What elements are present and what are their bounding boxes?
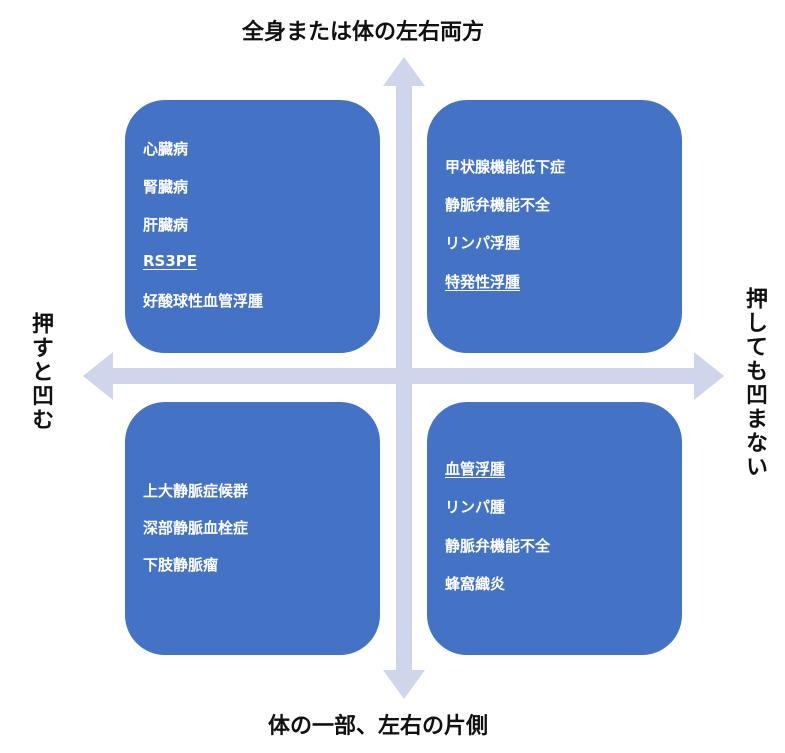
arrow-down-icon bbox=[383, 670, 425, 699]
list-item: 静脈弁機能不全 bbox=[445, 196, 551, 214]
list-item: 深部静脈血栓症 bbox=[143, 519, 249, 537]
axis-label-top: 全身または体の左右両方 bbox=[242, 20, 485, 45]
horizontal-axis-shaft bbox=[112, 368, 695, 384]
arrow-right-icon bbox=[694, 352, 724, 400]
axis-label-bottom: 体の一部、左右の片側 bbox=[268, 714, 489, 739]
quadrant-bottom-left: 上大静脈症候群 深部静脈血栓症 下肢静脈瘤 bbox=[125, 402, 380, 655]
quadrant-top-left: 心臓病 腎臓病 肝臓病 RS3PE 好酸球性血管浮腫 bbox=[125, 100, 380, 353]
list-item-link[interactable]: RS3PE bbox=[143, 252, 198, 270]
list-item: 静脈弁機能不全 bbox=[445, 537, 551, 555]
list-item: 上大静脈症候群 bbox=[143, 482, 249, 500]
list-item: 腎臓病 bbox=[143, 178, 189, 196]
quadrant-bottom-right: 血管浮腫 リンパ腫 静脈弁機能不全 蜂窩織炎 bbox=[427, 402, 682, 655]
list-item-link[interactable]: 血管浮腫 bbox=[445, 460, 506, 478]
list-item: リンパ腫 bbox=[445, 498, 506, 516]
quadrant-top-right: 甲状腺機能低下症 静脈弁機能不全 リンパ浮腫 特発性浮腫 bbox=[427, 100, 682, 353]
arrow-up-icon bbox=[383, 57, 425, 86]
list-item: リンパ浮腫 bbox=[445, 234, 521, 252]
list-item: 好酸球性血管浮腫 bbox=[143, 292, 264, 310]
list-item: 下肢静脈瘤 bbox=[143, 556, 219, 574]
axis-label-right: 押しても凹まない bbox=[742, 287, 767, 479]
list-item: 心臓病 bbox=[143, 140, 189, 158]
list-item: 蜂窩織炎 bbox=[445, 575, 506, 593]
arrow-left-icon bbox=[83, 352, 113, 400]
list-item: 甲状腺機能低下症 bbox=[445, 158, 566, 176]
axis-label-left: 押すと凹む bbox=[28, 312, 53, 432]
list-item: 肝臓病 bbox=[143, 216, 189, 234]
list-item-link[interactable]: 特発性浮腫 bbox=[445, 273, 521, 291]
